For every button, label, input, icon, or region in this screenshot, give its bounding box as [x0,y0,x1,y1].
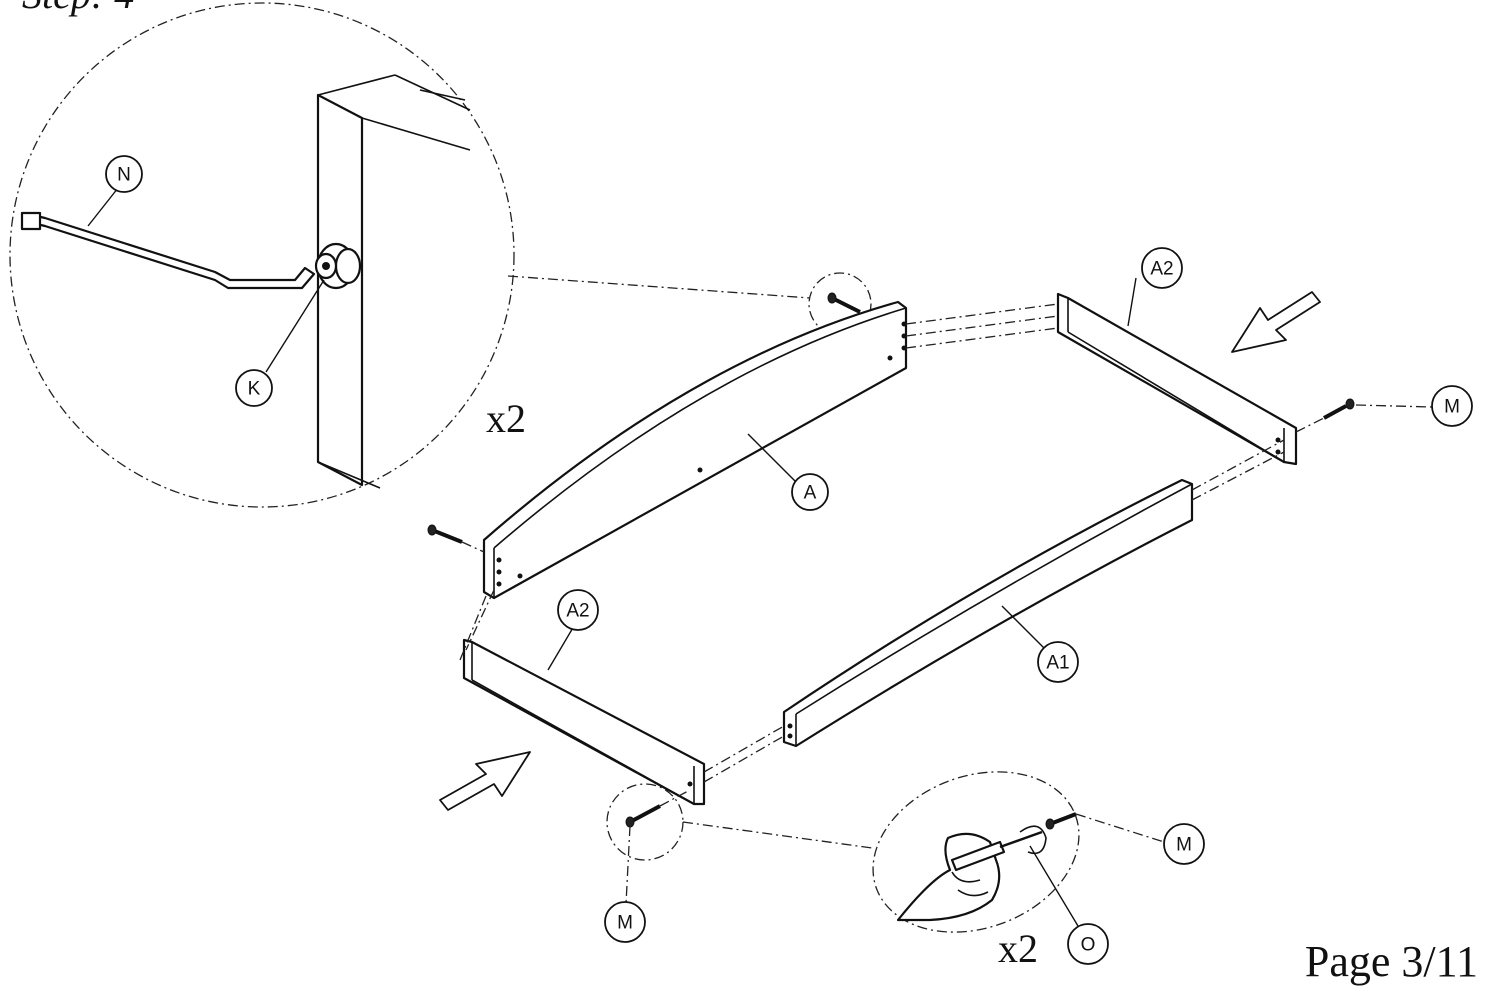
direction-arrow-icon [439,751,531,811]
rail-a2-bottom [462,638,706,806]
screw-icon [427,524,485,553]
label-bubble-m-right: M [1431,385,1473,427]
svg-text:A2: A2 [1150,259,1173,280]
quantity-top-inset: x2 [486,396,526,441]
svg-text:A2: A2 [566,601,589,622]
detail-inset-screwdriver: x2 [872,771,1165,971]
label-bubble-a: A [791,473,829,511]
quantity-bottom-inset: x2 [998,926,1038,971]
rail-a [482,300,908,600]
screw-icon [625,789,691,828]
label-bubble-a1: A1 [1037,641,1079,683]
screw-icon [1045,812,1077,830]
cam-lock-fitting-icon [314,242,362,290]
svg-text:A1: A1 [1046,653,1069,674]
svg-text:M: M [617,913,633,934]
label-bubble-m-inset: M [1163,823,1205,865]
detail-circle-top [9,2,515,508]
svg-text:A: A [804,483,817,504]
detail-inset-allen-key: N K x2 [9,2,526,508]
direction-arrow-icon [1231,291,1321,353]
step-title: Step: 4 [22,0,134,17]
label-bubble-a2-bottom: A2 [557,589,599,631]
rail-a1 [782,478,1194,748]
hand-icon [896,832,1001,922]
screw-icon [827,292,861,314]
svg-text:O: O [1081,935,1096,956]
alignment-lines [459,303,1285,783]
svg-text:K: K [248,379,261,400]
callout-line-top [507,275,811,299]
page-number: Page 3/11 [1305,937,1478,986]
label-bubble-m-bottom: M [604,901,646,943]
screwdriver-icon [950,825,1047,872]
svg-text:M: M [1444,397,1460,418]
panel-detail [316,74,471,489]
screw-icon [1295,398,1355,433]
label-bubble-a2-top: A2 [1141,247,1183,289]
label-bubble-n: N [105,155,143,193]
rail-a2-top [1056,292,1298,466]
label-bubble-o: O [1067,923,1109,965]
allen-key-icon [20,211,316,290]
callout-circle-bottom [606,783,684,861]
label-bubble-k: K [235,369,273,407]
svg-text:N: N [117,165,131,186]
svg-text:M: M [1176,835,1192,856]
